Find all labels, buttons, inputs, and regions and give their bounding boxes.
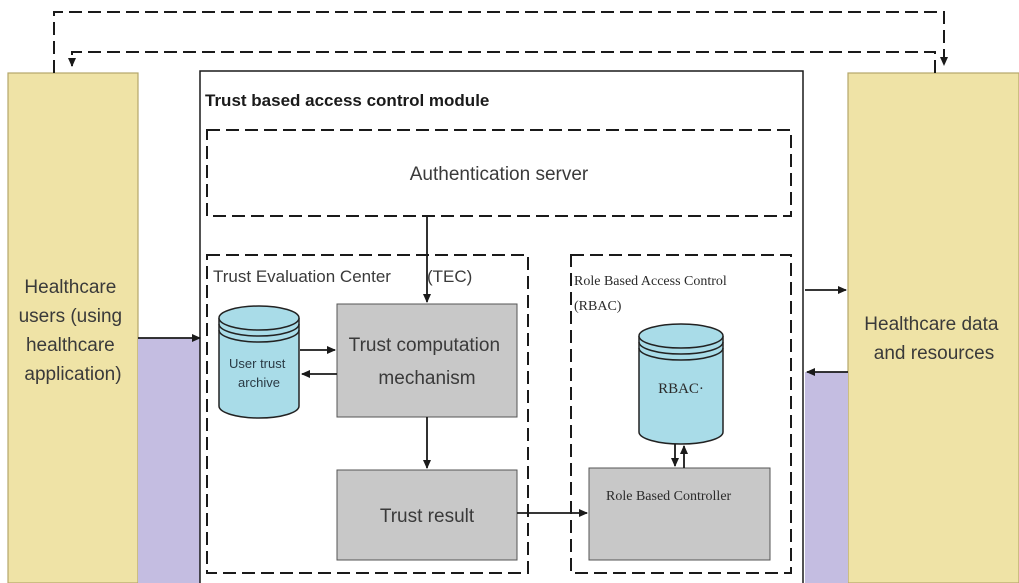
healthcare-data-label-line-2: and resources	[874, 343, 994, 364]
tec-abbr: (TEC)	[427, 267, 472, 286]
rbac-cylinder-body	[638, 336, 724, 445]
rbac-box	[570, 254, 792, 574]
trust-module-border	[199, 70, 804, 583]
trust-computation-label-line-1: Trust computation	[349, 335, 500, 356]
trust-result: Trust result	[336, 469, 518, 561]
trust-computation-mechanism: Trust computation mechanism	[336, 303, 518, 418]
role-based-access-control: Role Based Access Control (RBAC) RBAC· R…	[570, 254, 792, 574]
rbac-title-line-1: Role Based Access Control	[574, 274, 727, 289]
healthcare-users-lavender-band	[138, 338, 200, 583]
healthcare-data-box	[847, 72, 1019, 583]
healthcare-users-label-line-3: healthcare	[26, 335, 115, 356]
rbac-cylinder-ring-1	[638, 341, 724, 355]
healthcare-data-entity: Healthcare data and resources	[805, 72, 1019, 583]
inner-feedback-loop	[68, 51, 936, 73]
user-trust-archive-database: User trust archive	[218, 305, 300, 419]
rbac-cylinder-top	[638, 323, 724, 349]
rbac-cylinder-ring-2	[638, 347, 724, 361]
svg-text:Trust computation mech: Trust computation mechanism	[349, 335, 506, 389]
healthcare-users-entity: Healthcare users (using healthcare appli…	[7, 72, 200, 583]
tec-box	[206, 254, 529, 574]
rbac-db-label: RBAC·	[658, 381, 704, 397]
role-based-controller-label: Role Based Controller	[606, 489, 732, 504]
rbac-title-line-2: (RBAC)	[574, 299, 622, 314]
archive-label-line-1: User trust	[229, 356, 286, 371]
trust-result-box	[336, 469, 518, 561]
trust-computation-box	[336, 303, 518, 418]
healthcare-users-box	[7, 72, 139, 583]
trust-module: Trust based access control module	[199, 70, 804, 583]
healthcare-data-lavender-band	[805, 372, 848, 583]
archive-cylinder-ring-2	[218, 329, 300, 343]
trust-evaluation-center: Trust Evaluation Center (TEC) User trust…	[206, 254, 529, 574]
tec-title: Trust Evaluation Center	[213, 267, 391, 286]
svg-text:Healthcare users (using: Healthcare users (using healthcare appli…	[19, 277, 128, 385]
trust-result-label: Trust result	[380, 506, 475, 527]
archive-cylinder-top	[218, 305, 300, 331]
healthcare-users-label-line-2: users (using	[19, 306, 123, 327]
role-based-controller-box	[588, 467, 771, 561]
svg-text:Healthcare data and reso: Healthcare data and resources	[864, 314, 1003, 364]
archive-label-line-2: archive	[238, 375, 280, 390]
authentication-server-box	[206, 129, 792, 217]
healthcare-users-label-line-4: application)	[24, 364, 121, 385]
healthcare-users-label-line-1: Healthcare	[24, 277, 116, 298]
archive-cylinder-ring-1	[218, 323, 300, 337]
trust-module-title: Trust based access control module	[205, 91, 489, 110]
svg-text:User trust archive: User trust archive	[229, 356, 289, 390]
healthcare-data-label-line-1: Healthcare data	[864, 314, 999, 335]
outer-feedback-loop	[53, 11, 948, 73]
trust-computation-label-line-2: mechanism	[378, 368, 475, 389]
archive-cylinder-body	[218, 318, 300, 419]
feedback-loops	[53, 11, 948, 73]
role-based-controller: Role Based Controller	[588, 467, 771, 561]
rbac-database: RBAC·	[638, 323, 724, 445]
authentication-server-label: Authentication server	[410, 164, 589, 185]
connectors	[138, 216, 848, 517]
authentication-server: Authentication server	[206, 129, 792, 217]
